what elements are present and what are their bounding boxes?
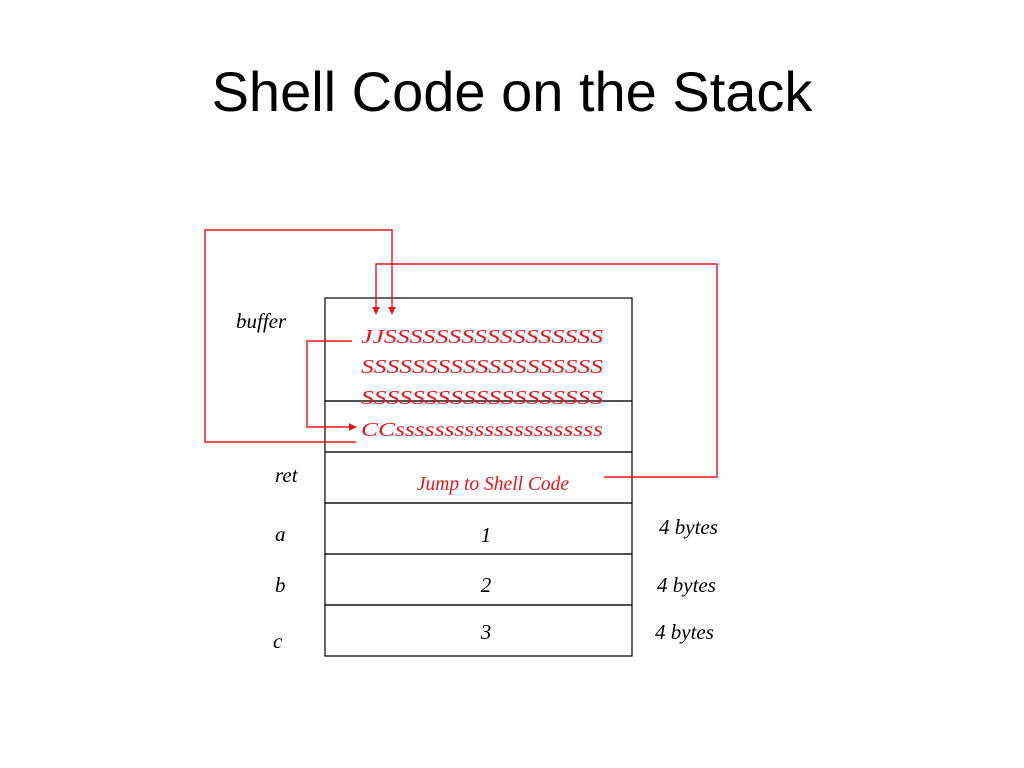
outer-loop-arrow (204, 229, 396, 443)
ret-value: Jump to Shell Code (417, 474, 570, 495)
b-value: 2 (481, 573, 492, 597)
a-label: a (275, 522, 286, 546)
buffer-label: buffer (236, 309, 287, 333)
a-value: 1 (481, 523, 492, 547)
c-size-label: 4 bytes (655, 620, 714, 644)
c-cell (324, 604, 633, 657)
a-size-label: 4 bytes (659, 515, 718, 539)
jump-arrows (204, 229, 718, 478)
b-size-label: 4 bytes (657, 573, 716, 597)
c-label: c (273, 629, 283, 653)
buffer-line-1: JJSSSSSSSSSSSSSSSSS (361, 327, 603, 348)
a-cell (324, 502, 633, 555)
buffer-line-2: SSSSSSSSSSSSSSSSSSS (361, 357, 603, 378)
buffer-line-3: SSSSSSSSSSSSSSSSSSS (361, 388, 603, 409)
ret-label: ret (275, 463, 299, 487)
slide-title: Shell Code on the Stack (211, 60, 813, 123)
inner-jump-arrow (306, 340, 357, 431)
buffer-cell (324, 297, 633, 402)
ret-loop-arrow (372, 263, 718, 478)
buffer-line-4: CCsssssssssssssssssssss (361, 420, 603, 441)
c-value: 3 (480, 620, 492, 644)
b-label: b (275, 573, 286, 597)
b-cell (324, 553, 633, 606)
